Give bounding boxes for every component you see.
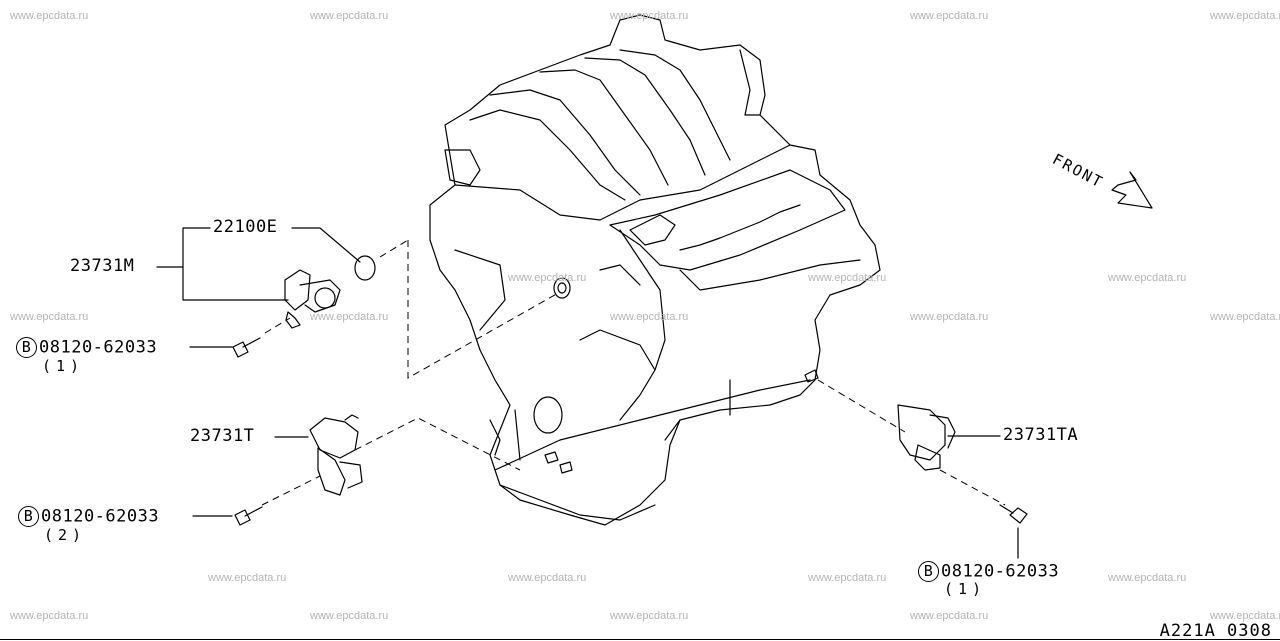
watermark: www.epcdata.ru — [610, 610, 689, 622]
watermark: www.epcdata.ru — [910, 610, 989, 622]
bolt-qty: (1) — [944, 580, 987, 598]
part-label-22100e[interactable]: 22100E — [213, 217, 278, 237]
watermark: www.epcdata.ru — [1210, 10, 1280, 22]
front-arrow — [1111, 171, 1153, 209]
watermark: www.epcdata.ru — [10, 610, 89, 622]
watermark: www.epcdata.ru — [1108, 572, 1187, 584]
watermark: www.epcdata.ru — [1210, 311, 1280, 323]
bolt-qty: (1) — [42, 357, 85, 375]
watermark: www.epcdata.ru — [508, 272, 587, 284]
diagram-code: A221A 0308 — [1159, 621, 1272, 641]
part-label-23731ta[interactable]: 23731TA — [1003, 425, 1079, 445]
watermark: www.epcdata.ru — [310, 311, 389, 323]
part-label-23731m[interactable]: 23731M — [70, 256, 135, 276]
watermark: www.epcdata.ru — [610, 311, 689, 323]
watermark: www.epcdata.ru — [910, 311, 989, 323]
watermark: www.epcdata.ru — [10, 311, 89, 323]
bolt-b-symbol: B — [918, 561, 939, 582]
watermark: www.epcdata.ru — [310, 10, 389, 22]
watermark: www.epcdata.ru — [808, 272, 887, 284]
watermark: www.epcdata.ru — [310, 610, 389, 622]
gasket-oring — [354, 255, 376, 281]
watermark: www.epcdata.ru — [508, 572, 587, 584]
bolt-b-symbol: B — [16, 337, 37, 358]
watermark: www.epcdata.ru — [1210, 610, 1280, 622]
watermark: www.epcdata.ru — [808, 572, 887, 584]
bolt-part-number: 08120-62033 — [39, 337, 158, 358]
sensor-m-body — [284, 269, 311, 311]
watermark: www.epcdata.ru — [1108, 272, 1187, 284]
watermark: www.epcdata.ru — [610, 10, 689, 22]
bolt-part-number: 08120-62033 — [941, 561, 1060, 582]
watermark: www.epcdata.ru — [208, 572, 287, 584]
bolt-b-symbol: B — [18, 506, 39, 527]
engine-outline — [429, 14, 881, 526]
part-label-23731t[interactable]: 23731T — [190, 426, 255, 446]
bolt-qty: (2) — [44, 526, 87, 544]
sensor-t-body — [309, 417, 359, 459]
watermark: www.epcdata.ru — [10, 10, 89, 22]
sensor-ta-body — [897, 404, 946, 461]
watermark: www.epcdata.ru — [910, 10, 989, 22]
bolt-part-number: 08120-62033 — [41, 506, 160, 527]
